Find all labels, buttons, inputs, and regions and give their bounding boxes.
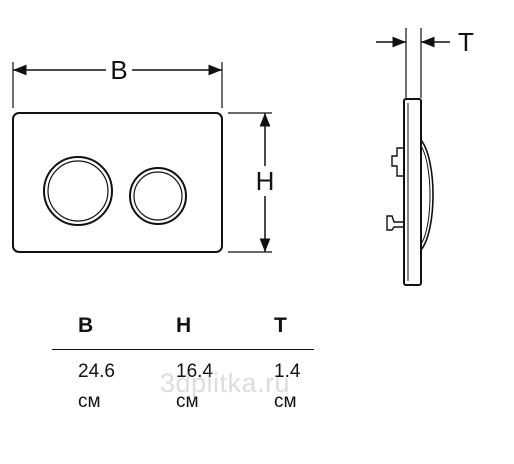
technical-drawing: B H T (12, 27, 474, 286)
header-rule (52, 349, 314, 350)
thickness-value: 1.4 (274, 361, 301, 382)
table-header: B H T (52, 312, 314, 344)
thickness-dimension: T (376, 27, 474, 98)
side-plate-outline (403, 98, 422, 286)
table-row: 24.6 см 16.4 см 1.4 см (52, 360, 314, 420)
height-label: H (256, 166, 275, 196)
width-dimension: B (12, 55, 223, 108)
mounting-hook (386, 215, 404, 231)
height-dimension: H (228, 112, 279, 253)
small-flush-button (129, 167, 187, 225)
small-flush-button-inner-ring (133, 171, 183, 221)
height-unit: см (176, 391, 199, 412)
front-view (12, 112, 223, 253)
height-value: 16.4 (176, 361, 213, 382)
button-profile (420, 139, 434, 251)
thickness-unit: см (274, 391, 297, 412)
header-thickness: T (274, 314, 287, 337)
cell-height: 16.4 см (176, 360, 213, 414)
dimensions-table: B H T 24.6 см 16.4 см 1.4 см (52, 312, 314, 412)
thickness-label: T (458, 27, 474, 57)
cell-width: 24.6 см (78, 360, 115, 414)
side-view (386, 98, 434, 286)
large-flush-button (43, 156, 113, 226)
width-label: B (110, 55, 127, 85)
watermark-text: 3dplitka.ru (160, 368, 291, 398)
cell-thickness: 1.4 см (274, 360, 300, 414)
width-unit: см (78, 391, 101, 412)
width-value: 24.6 (78, 361, 115, 382)
header-height: H (176, 314, 192, 337)
large-flush-button-inner-ring (47, 160, 109, 222)
mounting-frame (391, 147, 404, 177)
flush-plate-outline (12, 112, 223, 253)
header-width: B (78, 314, 94, 337)
